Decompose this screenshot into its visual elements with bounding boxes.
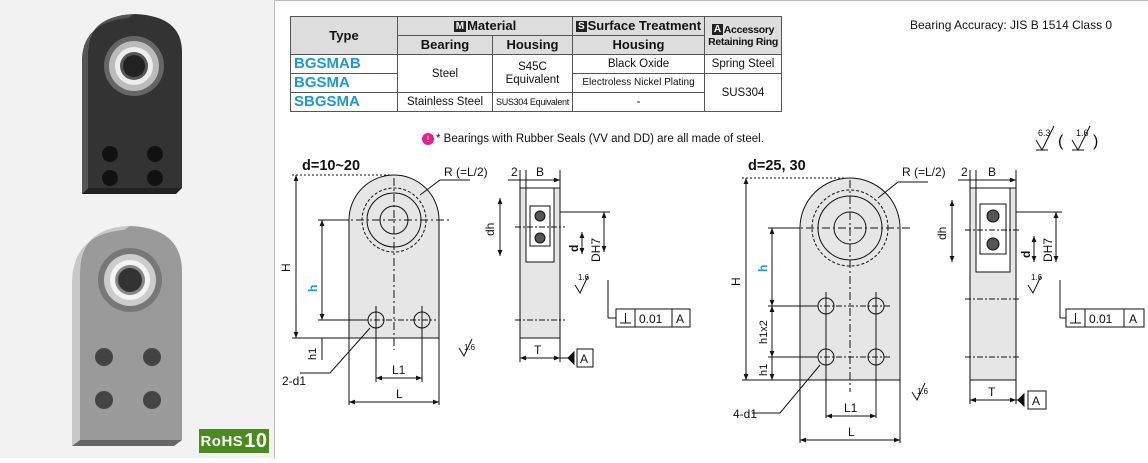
d2-label-dh7: DH7: [1041, 238, 1055, 262]
d2-label-dh: dh: [935, 227, 949, 240]
header-retaining-label: Retaining Ring: [708, 35, 778, 48]
d2-label-d: d: [1019, 251, 1033, 258]
d1-label-r: R (=L/2): [444, 165, 488, 179]
nickel-housing-photo: [72, 226, 182, 446]
steel-note-text: * Bearings with Rubber Seals (VV and DD)…: [436, 133, 764, 146]
caution-icon: !: [422, 133, 434, 145]
d2-label-l: L: [848, 425, 855, 439]
d2-label-2: 2: [961, 165, 968, 179]
surface-nickel: Electroless Nickel Plating: [571, 73, 706, 93]
material-badge-icon: M: [453, 21, 467, 33]
d1-label-d: d: [567, 245, 581, 252]
header-housing-2: Housing: [571, 35, 706, 55]
bearing-accuracy: Bearing Accuracy: JIS B 1514 Class 0: [910, 18, 1113, 32]
accessory-badge-icon: A: [711, 24, 723, 36]
drawing-2-title: d=25, 30: [748, 158, 806, 174]
d2-label-small-h: h: [756, 265, 770, 272]
drawing-1-title: d=10~20: [302, 158, 361, 174]
surface-black-oxide: Black Oxide: [571, 54, 706, 74]
housing-sus304: SUS304 Equivalent: [492, 92, 573, 112]
type-sbgsma: SBGSMA: [290, 92, 398, 112]
ring-spring-steel: Spring Steel: [704, 54, 782, 74]
d1-label-h1: h1: [307, 348, 319, 360]
d1-label-small-h: h: [306, 285, 320, 292]
header-type: Type: [290, 16, 398, 55]
roughness-value-1: 6.3: [1038, 128, 1051, 138]
d2-label-h1: h1: [758, 364, 770, 376]
drawing-1: [292, 170, 691, 405]
d1-label-dh: dh: [483, 223, 497, 236]
d1-label-flatness: 0.01: [639, 312, 663, 326]
type-bgsma: BGSMA: [290, 73, 398, 93]
roughness-symbol: 6.3 ( 1.6 ): [1035, 125, 1098, 152]
housing-s45c: S45C Equivalent: [492, 54, 573, 93]
d2-label-roughness-2: 1.6: [917, 387, 929, 396]
d1-label-d1: 2-d1: [282, 374, 306, 388]
d1-label-flat-datum: A: [676, 312, 684, 326]
drawing-2-labels: 2 B R (=L/2) dh d DH7 H h h1x2 h1 4-d1 L…: [729, 165, 1137, 439]
d2-label-d1: 4-d1: [733, 407, 757, 421]
surface-badge-icon: S: [575, 21, 587, 33]
d2-label-flat-datum: A: [1129, 312, 1137, 326]
header-bearing: Bearing: [397, 35, 493, 55]
black-housing-photo: [82, 14, 182, 194]
steel-note: !* Bearings with Rubber Seals (VV and DD…: [422, 133, 764, 145]
d1-label-l: L: [396, 387, 403, 401]
d1-label-roughness-2: 1.6: [464, 343, 476, 352]
d1-label-big-h: H: [279, 263, 293, 272]
drawing-1-labels: 2 B R (=L/2) dh d DH7 H h h1 2-d1 L1 L T…: [279, 165, 684, 401]
ring-sus304: SUS304: [704, 73, 782, 112]
bearing-steel: Steel: [397, 54, 493, 93]
d1-label-dh7: DH7: [589, 238, 603, 262]
d1-label-t: T: [534, 343, 542, 357]
header-material-label: Material: [467, 18, 517, 33]
d1-label-a: A: [580, 352, 588, 366]
header-housing: Housing: [492, 35, 573, 55]
d1-label-b: B: [536, 165, 544, 179]
d2-label-b: B: [988, 165, 996, 179]
d2-label-h1x2: h1x2: [758, 320, 770, 344]
d2-label-l1: L1: [844, 401, 858, 415]
rohs-label: RoHS: [200, 432, 244, 450]
drawing-2: [742, 170, 1145, 443]
type-bgsmab: BGSMAB: [290, 54, 398, 74]
paren-close: ): [1093, 133, 1098, 150]
d2-label-r: R (=L/2): [902, 165, 946, 179]
d2-label-a: A: [1032, 394, 1040, 408]
d2-label-t: T: [988, 385, 996, 399]
d2-label-flatness: 0.01: [1089, 312, 1113, 326]
d1-label-roughness: 1.6: [578, 273, 590, 282]
top-border: [0, 0, 1148, 1]
roughness-value-2: 1.6: [1076, 128, 1089, 138]
product-photos: [72, 14, 182, 446]
bearing-stainless: Stainless Steel: [397, 92, 493, 112]
d2-label-roughness: 1.6: [1031, 273, 1043, 282]
surface-none: -: [571, 92, 706, 112]
d1-label-l1: L1: [392, 363, 406, 377]
header-surface-label: Surface Treatment: [587, 18, 702, 33]
d1-label-2: 2: [511, 165, 518, 179]
paren-open: (: [1058, 133, 1064, 150]
header-accessory-label: Accessory: [723, 23, 775, 36]
d2-label-big-h: H: [729, 277, 743, 286]
rohs-number: 10: [244, 429, 268, 452]
